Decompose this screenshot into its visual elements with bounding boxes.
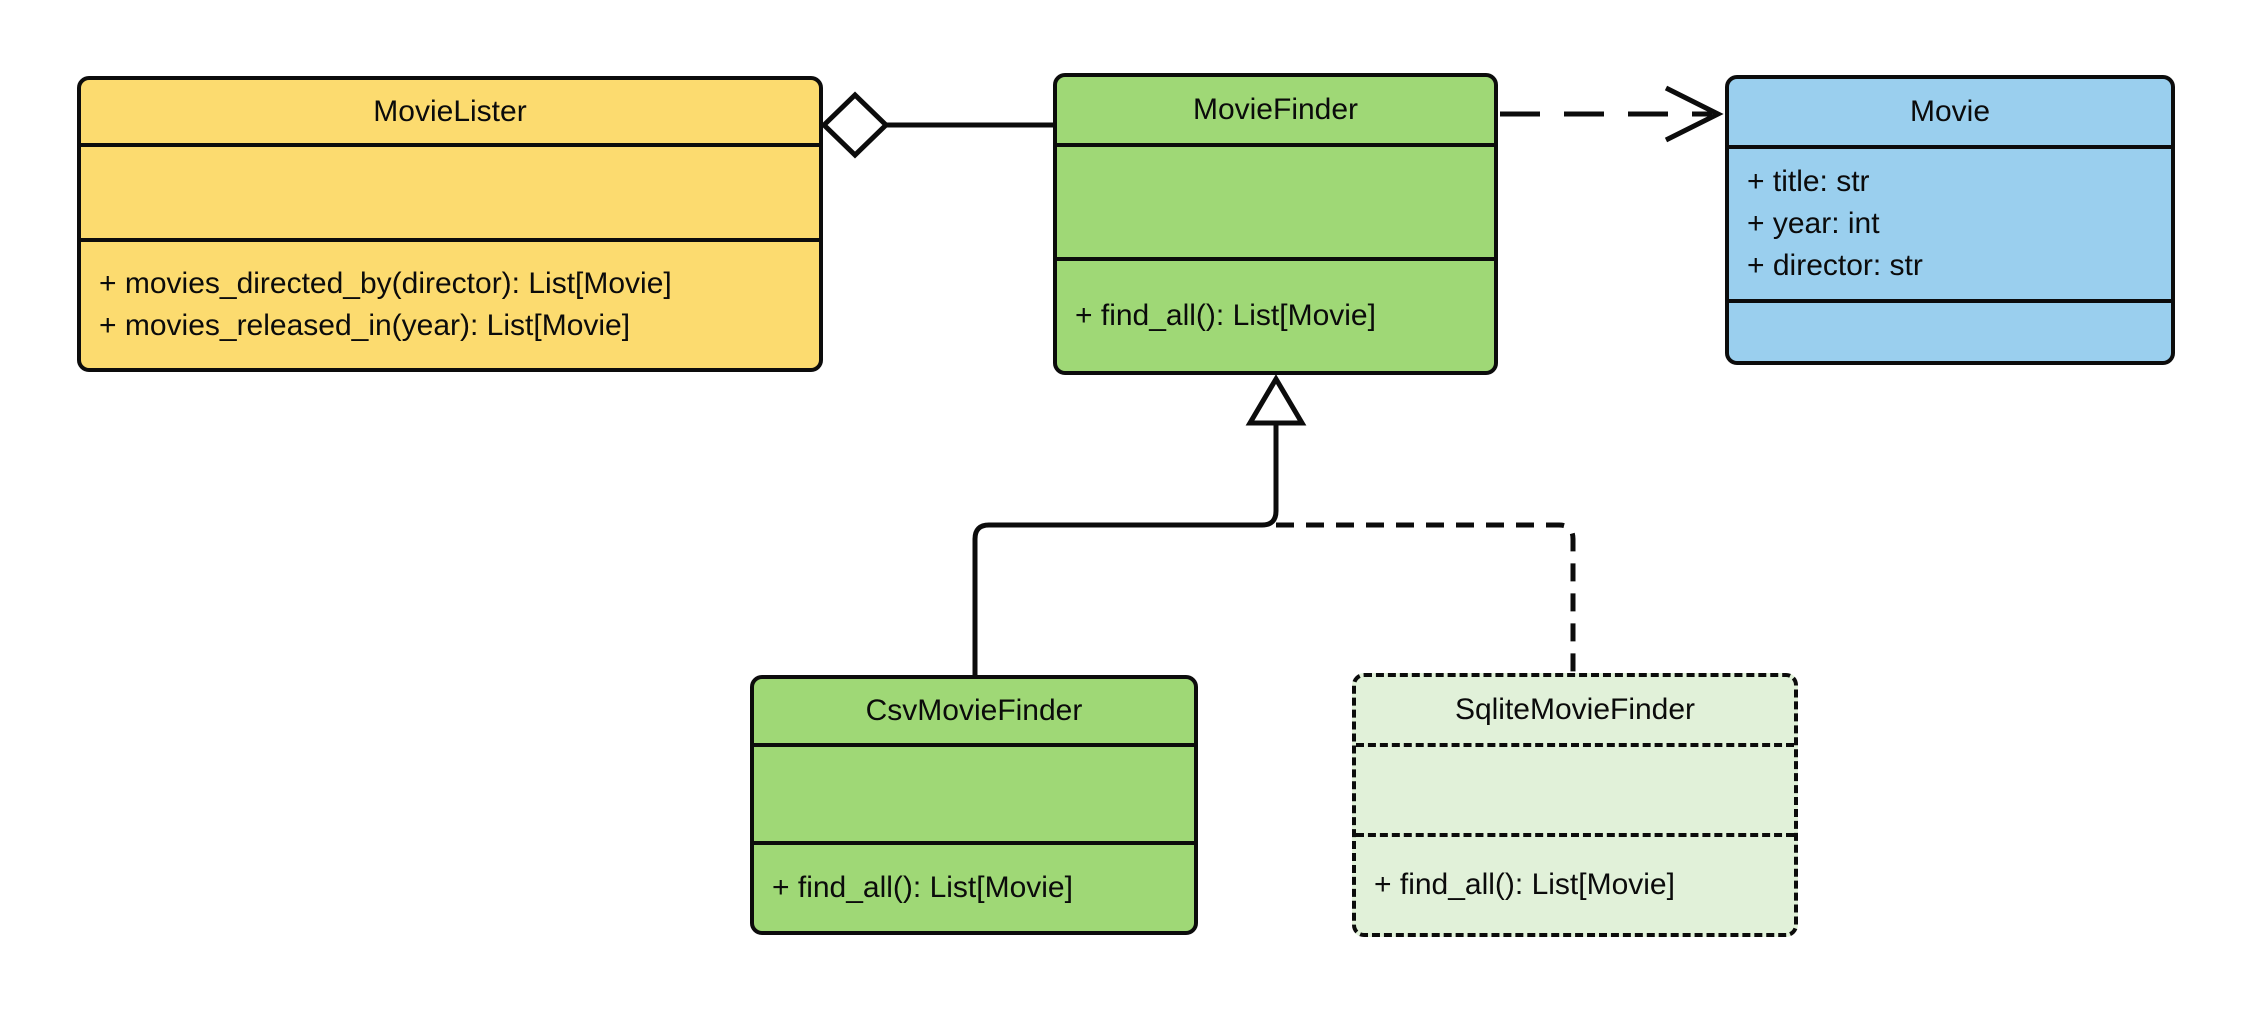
class-movielister: MovieLister + movies_directed_by(directo… xyxy=(77,76,823,372)
class-title: SqliteMovieFinder xyxy=(1454,693,1696,726)
aggregation-connector-movielister-moviefinder xyxy=(820,91,1055,159)
attributes-compartment xyxy=(754,743,1194,841)
attributes-compartment: + title: str + year: int + director: str xyxy=(1729,145,2171,299)
generalization-line-csvmoviefinder xyxy=(972,423,1279,677)
method-item: + find_all(): List[Movie] xyxy=(1374,868,1675,901)
methods-compartment: + find_all(): List[Movie] xyxy=(1057,257,1494,371)
methods-compartment: + find_all(): List[Movie] xyxy=(754,841,1194,931)
dependency-open-arrowhead-icon xyxy=(1664,85,1724,143)
class-title: Movie xyxy=(1909,95,1991,128)
aggregation-diamond-icon xyxy=(820,91,890,159)
class-sqlitemoviefinder: SqliteMovieFinder + find_all(): List[Mov… xyxy=(1352,673,1798,937)
attribute-item: + year: int xyxy=(1747,207,1880,240)
class-title: MovieLister xyxy=(373,94,527,128)
methods-compartment: + movies_directed_by(director): List[Mov… xyxy=(81,238,819,368)
method-item: + movies_directed_by(director): List[Mov… xyxy=(99,267,672,300)
class-movie: Movie + title: str + year: int + directo… xyxy=(1725,75,2175,365)
class-title: MovieFinder xyxy=(1192,93,1359,126)
method-item: + find_all(): List[Movie] xyxy=(772,871,1073,904)
attribute-item: + title: str xyxy=(1747,165,1870,198)
method-item: + find_all(): List[Movie] xyxy=(1075,299,1376,332)
generalization-line-sqlitemoviefinder xyxy=(1276,522,1576,675)
methods-compartment xyxy=(1729,299,2171,361)
dependency-connector-moviefinder-movie xyxy=(1500,85,1724,143)
generalization-triangle-icon xyxy=(1245,374,1307,426)
methods-compartment: + find_all(): List[Movie] xyxy=(1356,833,1794,933)
generalization-connector-group xyxy=(972,374,1576,677)
attributes-compartment xyxy=(81,143,819,238)
class-title: CsvMovieFinder xyxy=(865,694,1083,727)
class-csvmoviefinder: CsvMovieFinder + find_all(): List[Movie] xyxy=(750,675,1198,935)
method-item: + movies_released_in(year): List[Movie] xyxy=(99,309,631,342)
attributes-compartment xyxy=(1057,143,1494,257)
class-moviefinder: MovieFinder + find_all(): List[Movie] xyxy=(1053,73,1498,375)
attribute-item: + director: str xyxy=(1747,249,1923,282)
attributes-compartment xyxy=(1356,743,1794,833)
